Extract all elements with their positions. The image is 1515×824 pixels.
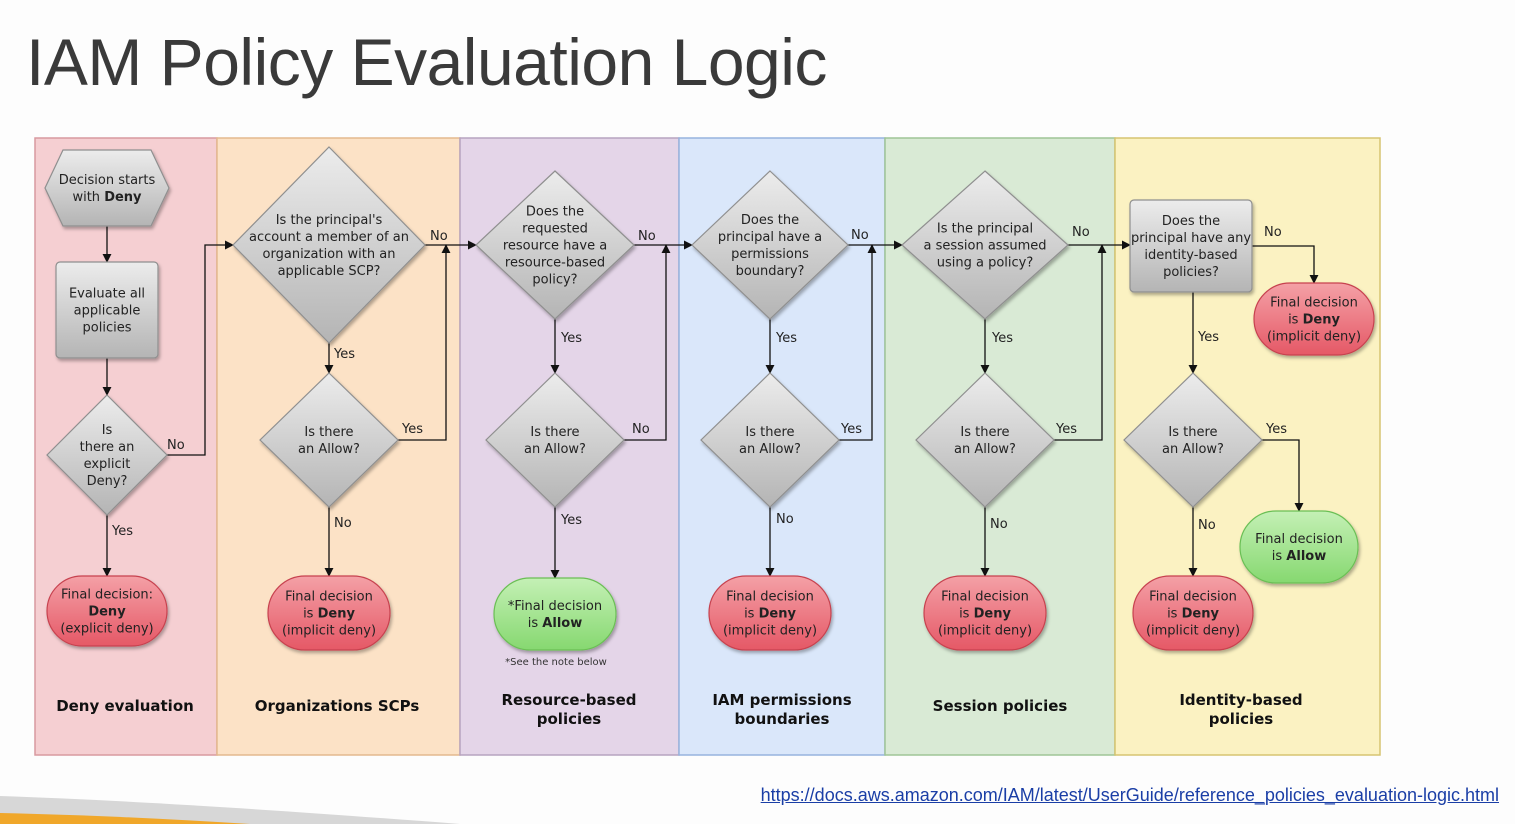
edge-label: No [167,438,185,453]
edge-identity-q-to-identity-no-final-deny [1252,245,1319,284]
edge-label: No [851,228,869,243]
edge-label: Yes [1265,422,1287,437]
edge-label: No [1198,518,1216,533]
edge-resource-allow-q-to-boundary-q [624,244,671,441]
lane-title-session: Session policies [933,697,1068,715]
edge-label: No [638,229,656,244]
node-text-final-explicit-deny: Final decision:Deny(explicit deny) [60,588,153,637]
edge-label: Yes [333,347,355,362]
allow-footnote: *See the note below [505,657,607,668]
edge-label: Yes [1055,422,1077,437]
edge-label: No [334,516,352,531]
edge-session-allow-q-to-identity-q [1054,244,1107,441]
node-final-explicit-deny: Final decision:Deny(explicit deny) [46,575,168,647]
lane-title-scp: Organizations SCPs [255,697,420,715]
edge-label: Yes [111,524,133,539]
edge-label: Yes [560,513,582,528]
edge-label: No [1264,225,1282,240]
edge-label: No [430,229,448,244]
edge-label: No [1072,225,1090,240]
edge-boundary-allow-q-to-session-q [839,244,877,441]
slide-title: IAM Policy Evaluation Logic [26,25,827,99]
lane-title-deny: Deny evaluation [56,697,194,715]
edge-label: No [776,512,794,527]
edge-explicit-deny-q-to-scp-q [167,240,234,456]
edge-label: Yes [401,422,423,437]
edge-label: Yes [1197,330,1219,345]
edge-label: Yes [991,331,1013,346]
edge-scp-allow-q-to-resource-q [398,244,451,441]
edge-label: Yes [840,422,862,437]
edge-label: No [990,517,1008,532]
edge-identity-allow-q-to-identity-final-allow [1262,439,1304,512]
edge-label: No [632,422,650,437]
edge-label: Yes [775,331,797,346]
edge-label: Yes [560,331,582,346]
aws-docs-link[interactable]: https://docs.aws.amazon.com/IAM/latest/U… [760,785,1499,805]
